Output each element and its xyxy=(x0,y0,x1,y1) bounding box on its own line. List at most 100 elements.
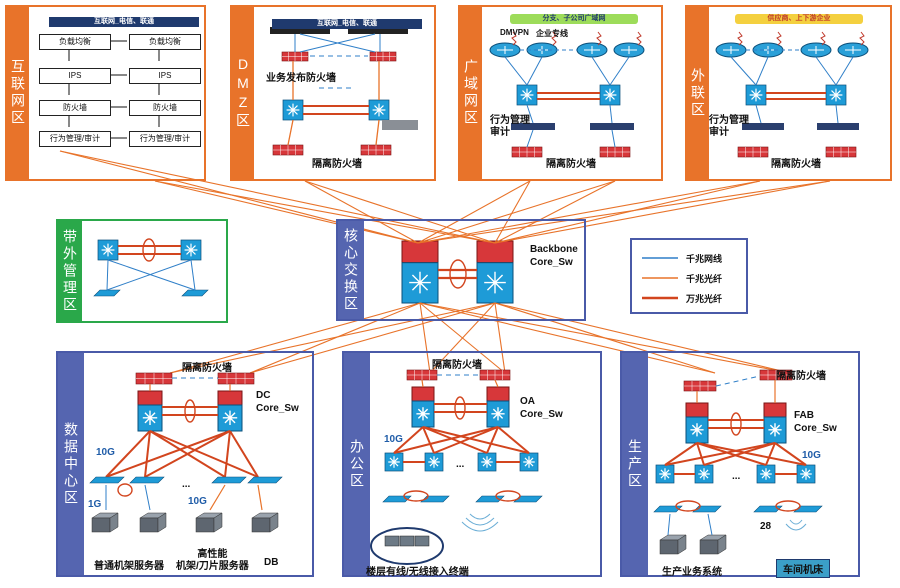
ext-iso-fw-right xyxy=(825,146,857,158)
ips-block-right: IPS xyxy=(129,68,201,84)
dc-link-10g-2: 10G xyxy=(188,496,207,507)
dmz-switch-right xyxy=(368,99,390,121)
legend-label-gigabit-fiber: 千兆光纤 xyxy=(686,274,723,284)
ips-block-left: IPS xyxy=(39,68,111,84)
firewall-block-left: 防火墙 xyxy=(39,100,111,116)
link-line xyxy=(494,379,499,388)
ext-iso-fw-left xyxy=(737,146,769,158)
extranet-iso-label: 隔离防火墙 xyxy=(771,159,821,170)
link-line xyxy=(190,259,196,291)
dmz-banner: 互联网_电信、联通 xyxy=(272,19,422,29)
link-line xyxy=(730,56,757,86)
link-line xyxy=(611,129,616,148)
dmz-router-right xyxy=(348,27,408,34)
internet-banner: 互联网_电信、联通 xyxy=(49,17,199,27)
dc-link-10g: 10G xyxy=(96,447,115,458)
fab-ring xyxy=(730,412,742,436)
zone-dmz: DMZ区 互联网_电信、联通 业务发布防火墙 隔离防火墙 xyxy=(230,5,436,181)
link-line xyxy=(393,426,424,454)
wan-lightning-3 xyxy=(636,31,642,46)
office-dots: ... xyxy=(456,459,465,470)
link-line xyxy=(667,513,671,536)
link-line xyxy=(393,426,499,454)
uplink-b-0 xyxy=(154,180,496,244)
downlink-a-5 xyxy=(419,302,791,374)
dc-core-label: DC Core_Sw xyxy=(256,390,299,414)
link-line xyxy=(107,259,196,291)
prod-link-10g: 10G xyxy=(802,450,821,461)
dc-core-left xyxy=(137,390,163,432)
link-line xyxy=(765,442,776,466)
fab-ring-2 xyxy=(675,500,701,512)
link-line xyxy=(835,104,839,124)
prod-core-label: FAB Core_Sw xyxy=(794,410,837,434)
link-line xyxy=(224,430,231,478)
uplink-0 xyxy=(154,180,419,244)
link-line xyxy=(422,426,488,454)
dmz-iso-label: 隔离防火墙 xyxy=(312,159,362,170)
desktop-terminal-2 xyxy=(414,535,430,547)
ext-router-2 xyxy=(800,42,832,58)
extranet-audit-label: 行为管理 审计 xyxy=(709,115,749,138)
legend-label-10g-fiber: 万兆光纤 xyxy=(686,294,723,304)
link-line xyxy=(526,104,534,124)
ext-lightning-3 xyxy=(859,31,865,46)
core-device-label: Backbone Core_Sw xyxy=(530,244,578,268)
link-line xyxy=(664,442,698,466)
lb-block-right: 负载均衡 xyxy=(129,34,201,50)
link-line xyxy=(149,430,259,478)
link-line xyxy=(696,442,767,466)
dmz-router-left xyxy=(270,27,330,34)
zone-core: 核心交换区 Backbone Core_Sw xyxy=(336,219,586,321)
dc-server-label-db: DB xyxy=(264,557,279,568)
link-line xyxy=(144,484,151,511)
prod-machine-label: 车间机床 xyxy=(776,559,830,578)
link-line xyxy=(422,426,530,454)
link-line xyxy=(299,33,376,53)
desktop-terminal-1 xyxy=(399,535,415,547)
zone-extranet-title: 外联区 xyxy=(687,7,709,179)
link-line xyxy=(229,430,259,478)
link-line xyxy=(59,150,496,244)
terminal-group-outline xyxy=(370,527,444,565)
dc-iso-label: 隔离防火墙 xyxy=(182,363,232,374)
core-switch-right xyxy=(476,240,514,304)
dmz-server-group xyxy=(382,120,418,130)
prod-server-1 xyxy=(659,534,687,555)
oa-core-left xyxy=(411,386,435,428)
dc-ring-2 xyxy=(117,483,133,497)
link-line xyxy=(497,426,530,454)
link-line xyxy=(421,379,424,388)
link-line xyxy=(774,442,807,466)
zone-core-title: 核心交换区 xyxy=(338,221,364,319)
ext-audit-box-right xyxy=(817,123,859,130)
fab-iso-fw-right xyxy=(759,369,793,381)
zone-office: 办公区 隔离防火墙 OA Core_Sw 10G ... 楼层有线/无线接入终端 xyxy=(342,351,602,578)
link-line xyxy=(144,430,231,478)
link-line xyxy=(106,259,192,291)
zone-dc-title: 数据中心区 xyxy=(58,353,84,575)
fab-dist-switch-1 xyxy=(694,464,714,484)
zone-internet: 互联网区 互联网_电信、联通 负载均衡 IPS 防火墙 行为管理/审计 负载均衡… xyxy=(5,5,206,181)
office-terminals-label: 楼层有线/无线接入终端 xyxy=(366,567,469,578)
link-line xyxy=(422,426,435,454)
uplink-b-5 xyxy=(494,180,831,244)
oa-ring-3 xyxy=(495,490,521,502)
wan-lightning-1 xyxy=(551,31,557,46)
office-iso-label: 隔离防火墙 xyxy=(432,360,482,371)
dc-ring xyxy=(184,399,196,423)
wan-tag-line: 企业专线 xyxy=(536,29,568,38)
uplink-4 xyxy=(417,180,761,244)
link-line xyxy=(755,104,762,124)
prod-server-2 xyxy=(699,534,727,555)
zone-office-title: 办公区 xyxy=(344,353,370,575)
ext-lightning-2 xyxy=(820,31,826,46)
oob-access-left xyxy=(93,289,121,297)
dmz-fw-label: 业务发布防火墙 xyxy=(266,73,336,84)
uplink-b-1 xyxy=(304,180,496,244)
link-line xyxy=(526,129,534,148)
link-line xyxy=(144,430,151,478)
uplink-b-3 xyxy=(494,180,616,244)
link-line xyxy=(209,484,226,511)
